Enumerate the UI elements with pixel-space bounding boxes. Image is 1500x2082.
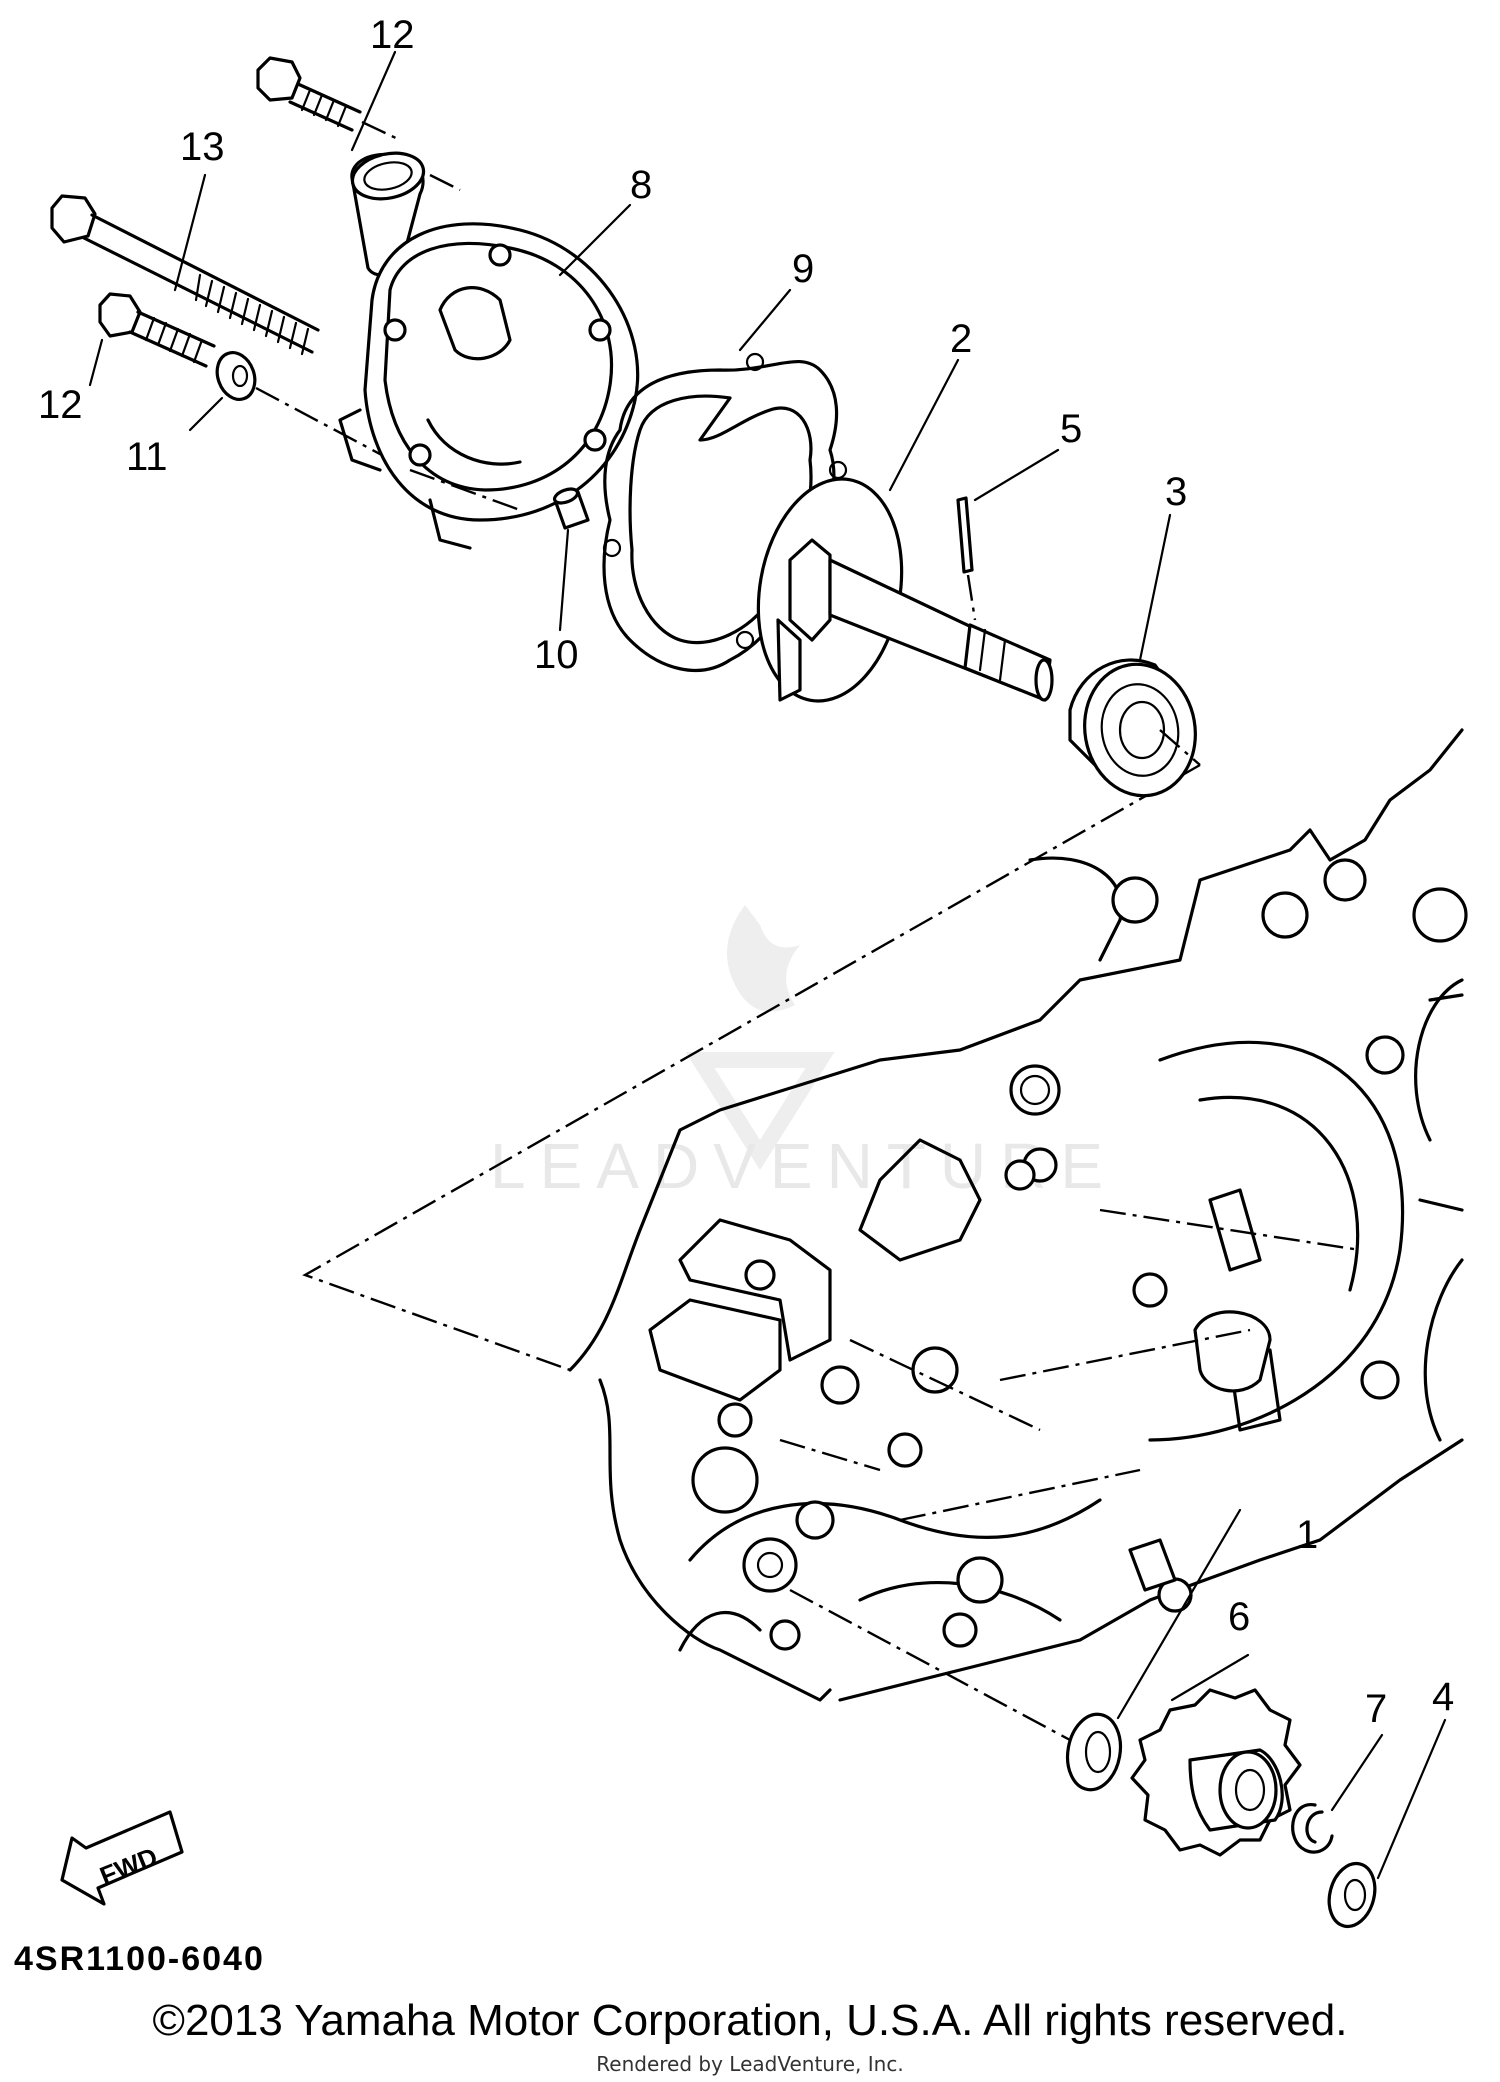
part-5-pin	[956, 496, 977, 621]
part-3-bearing	[1068, 658, 1201, 798]
leadventure-watermark: LEADVENTURE	[490, 905, 1117, 1202]
callout-6: 6	[1228, 1595, 1250, 1639]
callout-13: 13	[180, 125, 225, 169]
callout-8: 8	[630, 163, 652, 207]
part-8-pump-housing	[338, 151, 640, 550]
callout-10: 10	[534, 633, 579, 677]
callout-numbers: 12 13 8 9 2 5 3 12 11 10 6 1 7 4	[38, 13, 1454, 1731]
callout-11: 11	[126, 435, 168, 479]
rendered-by-notice: Rendered by LeadVenture, Inc.	[596, 2052, 904, 2076]
part-2-impeller-shaft	[756, 477, 1054, 703]
part-4-washer	[1327, 1861, 1377, 1929]
part-7-circlip	[1291, 1803, 1334, 1854]
callout-7: 7	[1365, 1687, 1387, 1731]
crankcase-cover	[568, 728, 1468, 1702]
callout-12-upper: 12	[370, 13, 415, 57]
callout-3: 3	[1165, 470, 1187, 514]
callout-2: 2	[950, 317, 972, 361]
assembly-alignment-line	[302, 763, 1201, 1372]
part-12-upper-bolt	[256, 56, 401, 142]
callout-leader-lines	[88, 50, 1447, 1880]
watermark-text: LEADVENTURE	[490, 1130, 1117, 1202]
forward-direction-arrow: FWD	[60, 1810, 184, 1906]
part-12-lower-bolt	[98, 292, 216, 368]
callout-12-lower: 12	[38, 383, 83, 427]
callout-9: 9	[792, 247, 814, 291]
part-10-dowel-pin	[552, 487, 590, 530]
part-6-washer	[789, 1588, 1123, 1792]
copyright-notice: ©2013 Yamaha Motor Corporation, U.S.A. A…	[152, 1996, 1348, 2045]
callout-1: 1	[1296, 1513, 1318, 1557]
callout-5: 5	[1060, 407, 1082, 451]
part-13-long-bolt	[50, 194, 320, 356]
part-1-gear	[1130, 1688, 1302, 1857]
diagram-code: 4SR1100-6040	[14, 1940, 265, 1978]
callout-4: 4	[1432, 1675, 1454, 1719]
